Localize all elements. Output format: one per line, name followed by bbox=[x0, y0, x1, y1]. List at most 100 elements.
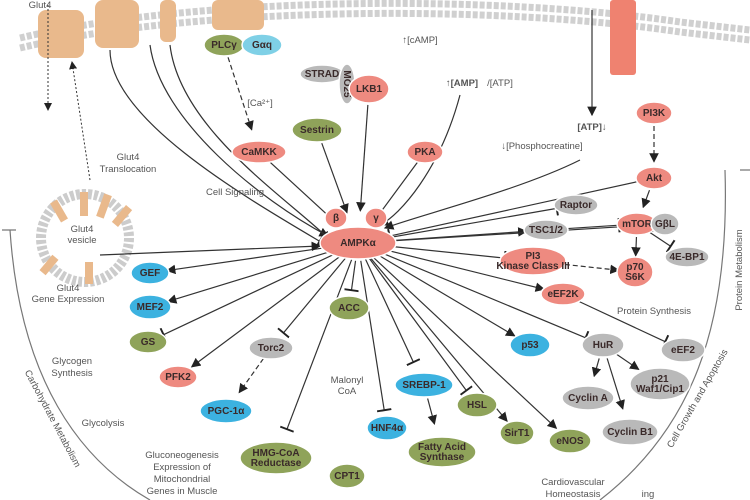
edge-curve bbox=[378, 94, 461, 226]
node-label: ACC bbox=[338, 303, 360, 314]
node-shape bbox=[364, 207, 388, 229]
node-label: eEF2K bbox=[547, 289, 579, 300]
node-ampk[interactable]: AMPKα bbox=[319, 226, 397, 260]
node-gaq[interactable]: Gαq bbox=[241, 33, 283, 57]
node-sirt1[interactable]: SirT1 bbox=[499, 420, 535, 446]
node-cyca[interactable]: Cyclin A bbox=[561, 385, 615, 411]
node-plc[interactable]: PLCγ bbox=[203, 33, 245, 57]
glut4-translocation-arrow bbox=[69, 61, 91, 181]
label-glut4-gene-1: Glut4 bbox=[57, 283, 80, 294]
node-label: p53 bbox=[521, 340, 539, 351]
label-malonyl-1: Malonyl bbox=[331, 375, 364, 386]
label-atp: [ATP]↓ bbox=[577, 122, 606, 133]
node-shape bbox=[128, 294, 172, 320]
node-sestrin[interactable]: Sestrin bbox=[291, 117, 343, 143]
edge-hur-cycb bbox=[606, 358, 625, 410]
node-shape bbox=[406, 140, 444, 164]
node-p53[interactable]: p53 bbox=[509, 332, 551, 358]
edge-ampk-srebp bbox=[365, 259, 421, 367]
node-label: TSC1/2 bbox=[529, 225, 563, 236]
node-shape bbox=[548, 428, 592, 454]
edge-curve bbox=[149, 44, 330, 237]
node-enos[interactable]: eNOS bbox=[548, 428, 592, 454]
node-hnf[interactable]: HNF4α bbox=[366, 415, 408, 441]
node-hur[interactable]: HuR bbox=[581, 332, 625, 358]
node-label: PFK2 bbox=[165, 372, 191, 383]
label-ca: [Ca²⁺] bbox=[247, 98, 273, 109]
node-label: GβL bbox=[655, 219, 675, 230]
edge-plc-camkk bbox=[227, 57, 254, 131]
node-label: PI3K bbox=[643, 108, 666, 119]
node-shape bbox=[523, 219, 569, 241]
node-akt[interactable]: Akt bbox=[635, 166, 673, 190]
node-shape bbox=[629, 367, 691, 401]
label-gluco-1: Gluconeogenesis bbox=[145, 450, 219, 461]
node-cpt1[interactable]: CPT1 bbox=[328, 463, 366, 489]
node-raptor[interactable]: Raptor bbox=[553, 194, 599, 216]
node-shape bbox=[366, 415, 408, 441]
edge-ampk-gs bbox=[159, 250, 342, 342]
node-hsl[interactable]: HSL bbox=[456, 392, 498, 418]
node-label: Sestrin bbox=[300, 125, 334, 136]
edge-curve bbox=[99, 241, 322, 256]
edge-ampk-hur bbox=[374, 249, 590, 345]
label-clipped: ing bbox=[642, 489, 655, 500]
node-shape bbox=[553, 194, 599, 216]
node-acc[interactable]: ACC bbox=[328, 295, 370, 321]
edge-ampk-hnf bbox=[360, 260, 392, 413]
edge-lkb1-ampk bbox=[356, 104, 369, 212]
node-mef2[interactable]: MEF2 bbox=[128, 294, 172, 320]
edge-ampk-enos bbox=[370, 254, 558, 429]
node-label: STRAD bbox=[305, 69, 339, 80]
node-eef2k[interactable]: eEF2K bbox=[540, 282, 586, 306]
node-label: γ bbox=[373, 213, 379, 224]
node-pgc[interactable]: PGC-1α bbox=[199, 398, 253, 424]
node-gs[interactable]: GS bbox=[128, 330, 168, 354]
label-cardio-1: Cardiovascular bbox=[541, 477, 604, 488]
node-pfk2[interactable]: PFK2 bbox=[158, 365, 198, 389]
node-shape bbox=[581, 332, 625, 358]
edge-akt-mtor bbox=[641, 189, 651, 209]
node-label: 4E-BP1 bbox=[669, 252, 704, 263]
edge-srebp-fas bbox=[427, 398, 437, 425]
node-beta[interactable]: β bbox=[324, 207, 348, 229]
node-lkb1[interactable]: LKB1 bbox=[348, 74, 390, 104]
node-label: PLCγ bbox=[211, 40, 237, 51]
edge-ampk-torc2 bbox=[277, 256, 347, 339]
node-gamma[interactable]: γ bbox=[364, 207, 388, 229]
edge-ampk-eef2k bbox=[375, 246, 546, 292]
edge-torc2-pgc bbox=[238, 358, 264, 394]
node-strad[interactable]: STRAD bbox=[299, 64, 345, 84]
edge-mtor-p70 bbox=[631, 236, 641, 257]
node-eb1[interactable]: 4E-BP1 bbox=[664, 246, 710, 268]
node-shape bbox=[128, 330, 168, 354]
node-pi3k[interactable]: PI3K bbox=[635, 101, 673, 125]
node-label: LKB1 bbox=[356, 84, 383, 95]
node-gef[interactable]: GEF bbox=[130, 261, 170, 285]
label-protein-metab: Protein Metabolism bbox=[734, 229, 745, 310]
label-glut4-trans-1: Glut4 bbox=[117, 152, 140, 163]
node-torc2[interactable]: Torc2 bbox=[248, 336, 294, 360]
node-gbl[interactable]: GβL bbox=[650, 212, 680, 236]
node-camkk[interactable]: CaMKK bbox=[231, 140, 287, 164]
node-shape bbox=[407, 436, 477, 468]
node-srebp[interactable]: SREBP-1 bbox=[394, 372, 454, 398]
node-label: PKA bbox=[414, 147, 435, 158]
node-pka[interactable]: PKA bbox=[406, 140, 444, 164]
label-camp: ↑[cAMP] bbox=[402, 35, 437, 46]
node-tsc[interactable]: TSC1/2 bbox=[523, 219, 569, 241]
edge-curve bbox=[383, 159, 581, 230]
node-cycb[interactable]: Cyclin B1 bbox=[601, 418, 659, 446]
node-shape bbox=[130, 261, 170, 285]
edge-ampk-hmg bbox=[279, 259, 353, 433]
node-eef2[interactable]: eEF2 bbox=[660, 337, 706, 363]
